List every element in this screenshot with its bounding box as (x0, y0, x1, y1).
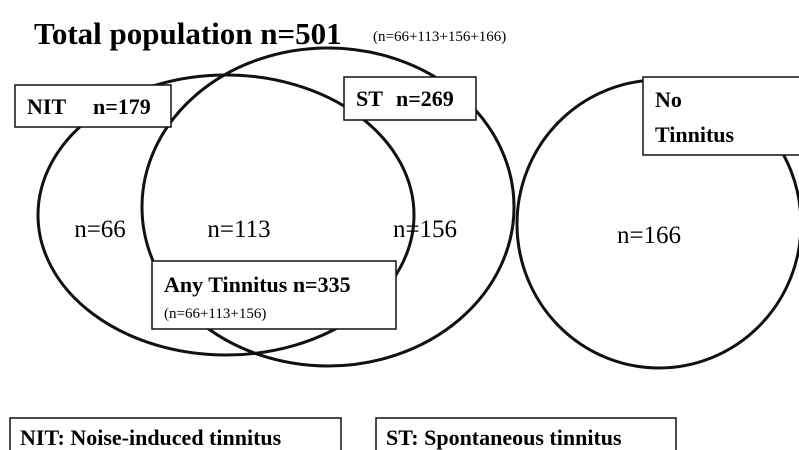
no-tinnitus-label-line1: No (655, 87, 682, 112)
legend-st: ST: Spontaneous tinnitus (375, 417, 677, 450)
title-breakdown: (n=66+113+156+166) (373, 29, 506, 45)
any-tinnitus-label-box: Any Tinnitus n=335 (n=66+113+156) (151, 260, 397, 330)
legend-nit: NIT: Noise-induced tinnitus (9, 417, 342, 450)
nit-label-box: NIT n=179 (14, 84, 172, 128)
legend-nit-text: NIT: Noise-induced tinnitus (20, 425, 282, 450)
nit-label: NIT (27, 94, 66, 119)
any-tinnitus-breakdown: (n=66+113+156) (164, 306, 266, 322)
st-circle (140, 46, 516, 368)
nit-count: n=179 (93, 94, 151, 119)
st-count: n=269 (396, 86, 454, 111)
any-tinnitus-label: Any Tinnitus n=335 (164, 272, 351, 297)
legend-st-text: ST: Spontaneous tinnitus (386, 425, 622, 450)
st-only-count: n=156 (393, 216, 457, 243)
diagram-title: Total population n=501 (34, 16, 342, 51)
nit-only-count: n=66 (74, 216, 126, 243)
overlap-count: n=113 (207, 216, 270, 243)
no-tinnitus-count: n=166 (617, 222, 681, 249)
no-tinnitus-label-box: No Tinnitus (642, 76, 799, 156)
st-label-box: ST n=269 (343, 76, 477, 121)
no-tinnitus-label-line2: Tinnitus (655, 122, 735, 147)
st-label: ST (356, 86, 383, 111)
